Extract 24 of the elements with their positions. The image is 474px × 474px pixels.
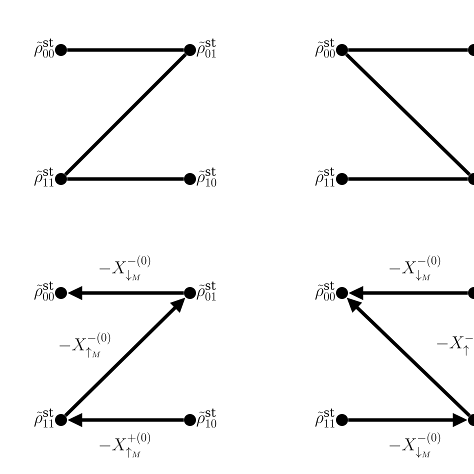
node-label: $\tilde{\rho}^{\mathrm{st}}_{11}$ — [315, 408, 334, 428]
edge-label: $-X^{-(0)}_{\uparrow_M}$ — [57, 331, 113, 359]
node-label: $\tilde{\rho}^{\mathrm{st}}_{10}$ — [196, 408, 216, 428]
node-label: $\tilde{\rho}^{\mathrm{st}}_{00}$ — [315, 282, 335, 301]
connector-line — [67, 177, 184, 181]
edge-label: $-X^{-(0)}_{\downarrow_M}$ — [97, 254, 153, 282]
node-label: $\tilde{\rho}^{\mathrm{st}}_{11}$ — [34, 408, 54, 428]
connector-line — [64, 53, 187, 176]
edge-label: $-X^{-(0)}_{\downarrow_M}$ — [387, 431, 443, 459]
edge-label: $-X^{-}_{\uparrow}$ — [434, 333, 474, 357]
node-label: $\tilde{\rho}^{\mathrm{st}}_{01}$ — [196, 38, 216, 58]
connector-line — [67, 48, 184, 52]
connector-line — [348, 48, 468, 52]
node-label: $\tilde{\rho}^{\mathrm{st}}_{00}$ — [34, 282, 54, 301]
edge-label: $-X^{-(0)}_{\downarrow_M}$ — [387, 254, 443, 282]
node-label: $\tilde{\rho}^{\mathrm{st}}_{11}$ — [34, 168, 54, 186]
node-label: $\tilde{\rho}^{\mathrm{st}}_{00}$ — [34, 38, 54, 58]
edge-label: $-X^{+(0)}_{\uparrow_M}$ — [97, 431, 153, 459]
connector-line — [348, 177, 468, 181]
node-label: $\tilde{\rho}^{\mathrm{st}}_{01}$ — [196, 282, 216, 301]
connector-line — [345, 53, 471, 176]
node-label: $\tilde{\rho}^{\mathrm{st}}_{00}$ — [315, 38, 335, 58]
node-label: $\tilde{\rho}^{\mathrm{st}}_{11}$ — [315, 168, 334, 186]
node-label: $\tilde{\rho}^{\mathrm{st}}_{10}$ — [196, 168, 216, 187]
